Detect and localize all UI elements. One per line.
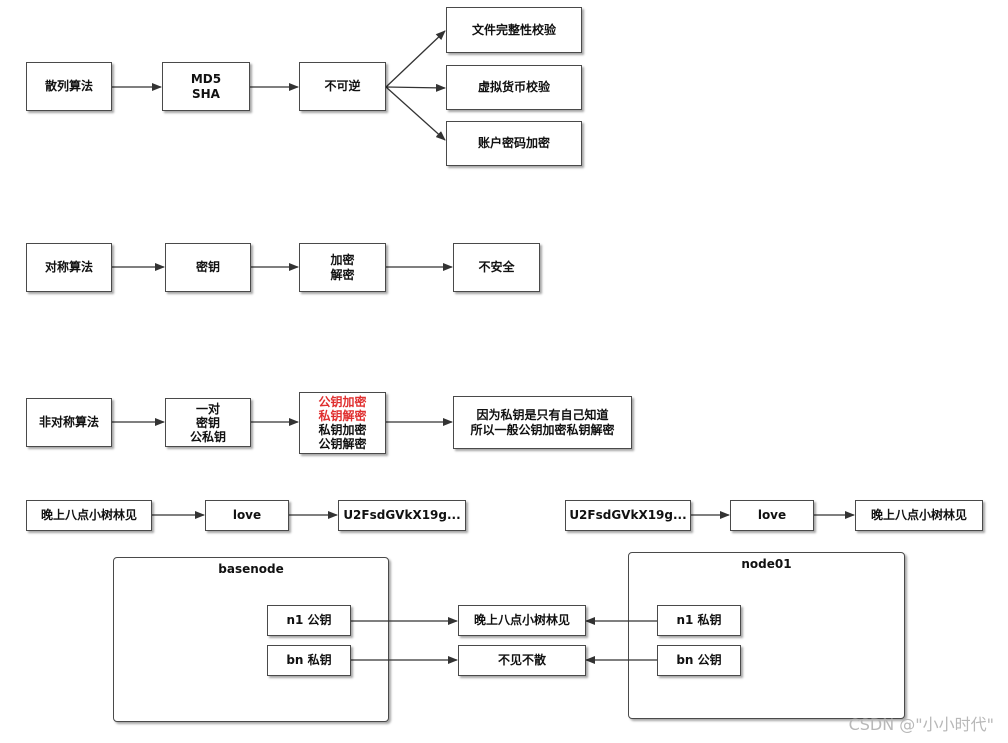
- basenode-title: basenode: [218, 562, 284, 576]
- reason-box: 因为私钥是只有自己知道所以一般公钥加密私钥解密: [453, 396, 632, 449]
- asym-operations-box: 公钥加密私钥解密私钥加密公钥解密: [299, 392, 386, 454]
- basenode-container: basenode: [113, 557, 389, 722]
- plaintext-box-right: 晚上八点小树林见: [855, 500, 983, 531]
- n1-private-key-box: n1 私钥: [657, 605, 741, 636]
- csdn-watermark: CSDN @"小小时代": [848, 715, 994, 734]
- message-box: 晚上八点小树林见: [458, 605, 586, 636]
- plaintext-box-left: 晚上八点小树林见: [26, 500, 152, 531]
- unsafe-box: 不安全: [453, 243, 540, 292]
- ciphertext-box-right: U2FsdGVkX19g...: [565, 500, 691, 531]
- arrow-irreversible-to-coin: [385, 83, 446, 92]
- coin-verify-box: 虚拟货币校验: [446, 65, 582, 110]
- love-key-box-right: love: [730, 500, 814, 531]
- key-pair-box: 一对密钥公私钥: [165, 398, 251, 447]
- bn-public-key-box: bn 公钥: [657, 645, 741, 676]
- irreversible-box: 不可逆: [299, 62, 386, 111]
- file-integrity-box: 文件完整性校验: [446, 7, 582, 53]
- reply-box: 不见不散: [458, 645, 586, 676]
- key-box: 密钥: [165, 243, 251, 292]
- encrypt-decrypt-box: 加密解密: [299, 243, 386, 292]
- arrow-irreversible-to-password: [385, 86, 446, 141]
- ciphertext-box-left: U2FsdGVkX19g...: [338, 500, 466, 531]
- hash-algorithm-box: 散列算法: [26, 62, 112, 111]
- symmetric-algorithm-box: 对称算法: [26, 243, 112, 292]
- node01-title: node01: [741, 557, 792, 571]
- password-encrypt-box: 账户密码加密: [446, 121, 582, 166]
- love-key-box-left: love: [205, 500, 289, 531]
- asymmetric-algorithm-box: 非对称算法: [26, 398, 112, 447]
- bn-private-key-box: bn 私钥: [267, 645, 351, 676]
- n1-public-key-box: n1 公钥: [267, 605, 351, 636]
- arrow-irreversible-to-file: [385, 30, 446, 88]
